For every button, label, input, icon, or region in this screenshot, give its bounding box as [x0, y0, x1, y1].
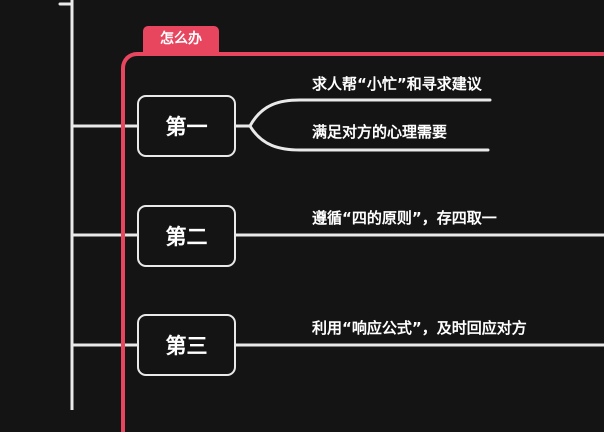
mind-map-canvas: 怎么办 第一 第二 第三 求人帮“小忙”和寻求建议 满足对方的心理需要 遵循“四…	[58, 0, 604, 432]
step-1-upper-curve	[248, 98, 492, 128]
step-1-point-1: 求人帮“小忙”和寻求建议	[312, 75, 482, 93]
section-tag: 怎么办	[143, 26, 219, 52]
step-1-lower-curve	[248, 124, 490, 152]
connector-lines	[58, 0, 604, 410]
step-box-3[interactable]: 第三	[137, 314, 236, 376]
step-3-point-1: 利用“响应公式”，及时回应对方	[312, 319, 527, 337]
step-box-2[interactable]: 第二	[137, 205, 236, 267]
section-frame	[121, 52, 604, 432]
step-box-1[interactable]: 第一	[137, 95, 236, 157]
step-2-point-1: 遵循“四的原则”，存四取一	[312, 209, 497, 227]
step-1-point-2: 满足对方的心理需要	[312, 123, 448, 141]
